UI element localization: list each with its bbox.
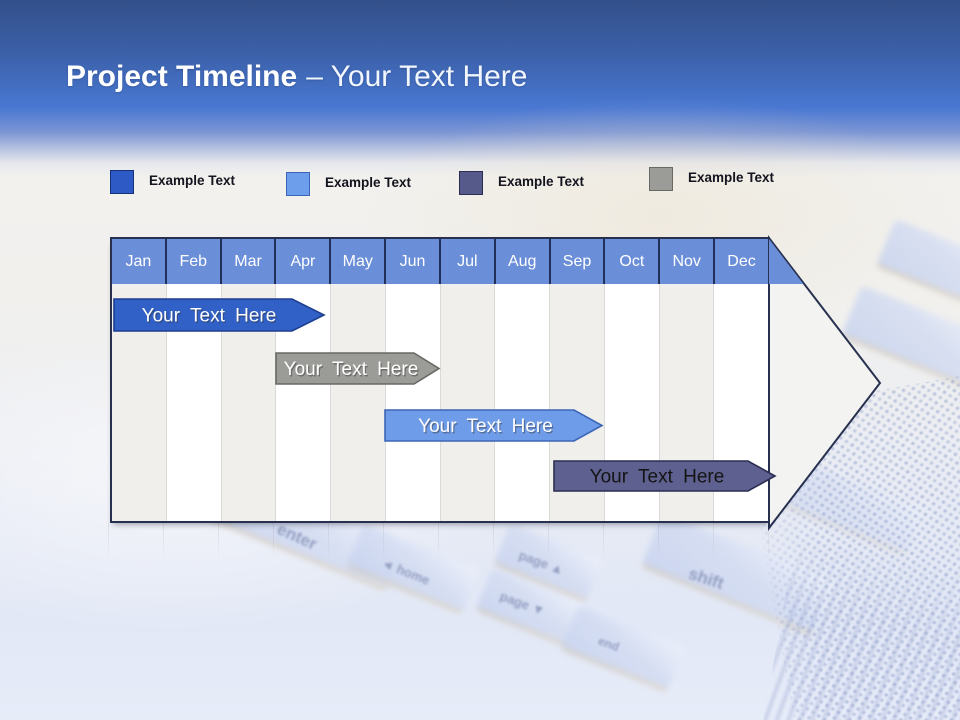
bar-label-shadow: Your Text Here (285, 361, 420, 382)
bar-shape (113, 298, 326, 332)
title-secondary-text: – Your Text Here (306, 60, 528, 93)
arrowhead-header-wedge (769, 239, 804, 284)
month-cell-jan: Jan (125, 252, 152, 270)
grid-column-jun (384, 284, 440, 521)
bar-label: Your Text Here (284, 359, 419, 380)
bar-label: Your Text Here (418, 416, 553, 437)
bar-label: Your Text Here (590, 467, 725, 488)
timeline-arrowhead (768, 235, 882, 531)
legend-swatch (286, 172, 310, 196)
bar-shape (553, 460, 777, 492)
bar-shape (384, 409, 604, 442)
table-reflection (108, 523, 772, 565)
bar-label: Your Text Here (142, 306, 277, 327)
legend-item-1[interactable]: Example Text (110, 170, 235, 194)
legend-label: Example Text (149, 173, 236, 188)
legend-swatch (459, 171, 483, 195)
grid-column-aug (494, 284, 549, 521)
month-cell-mar: Mar (219, 239, 275, 284)
grid-column-may (330, 284, 385, 521)
month-cell-dec: Dec (713, 239, 768, 284)
month-cell-nov: Nov (658, 239, 713, 284)
month-cell-apr: Apr (274, 239, 329, 284)
page-title: Project Timeline– Your Text Here (66, 60, 527, 94)
month-cell-may: May (329, 239, 384, 284)
legend-label: Example Text (498, 174, 585, 189)
grid-column-jul (439, 284, 495, 521)
month-cell-sep: Sep (548, 239, 604, 284)
legend-swatch (110, 170, 134, 194)
bar-label-shadow: Your Text Here (143, 307, 278, 328)
legend-item-3[interactable]: Example Text (459, 171, 584, 195)
bar-label-shadow: Your Text Here (419, 418, 554, 439)
legend-item-4[interactable]: Example Text (649, 167, 774, 191)
legend-label: Example Text (325, 175, 412, 190)
month-cell-jun: Jun (384, 239, 439, 284)
bar-shape (275, 352, 441, 385)
legend-item-2[interactable]: Example Text (286, 172, 411, 196)
legend-label: Example Text (688, 170, 775, 185)
arrowhead-triangle (768, 235, 882, 531)
month-cell-oct: Oct (603, 239, 658, 284)
title-bold-text: Project Timeline (66, 60, 298, 93)
legend-swatch (649, 167, 673, 191)
keyboard-key-shape (560, 605, 685, 693)
timeline-bar-4[interactable]: Your Text Here (552, 459, 777, 493)
month-cell-feb: Feb (164, 239, 220, 284)
month-cell-aug: Aug (493, 239, 549, 284)
month-cell-jul: Jul (438, 239, 494, 284)
